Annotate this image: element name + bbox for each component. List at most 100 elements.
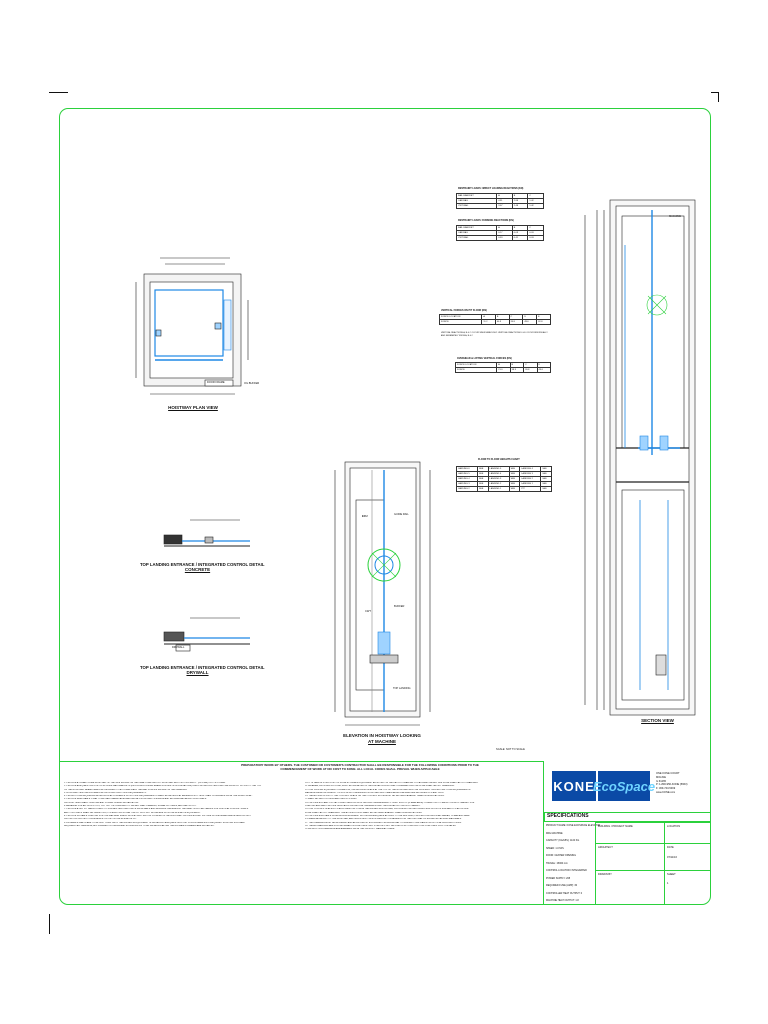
spec-line: DOOR: CENTER OPENING [546, 854, 577, 857]
table-cell: SEE [477, 486, 489, 492]
callout-door-frame: DOOR FRAME [207, 381, 225, 384]
table-cell: FORCE [438, 319, 483, 325]
table-cell: 40.3 [494, 319, 510, 325]
note-line: 1. PROVIDE A CLEAR PLUMB HOISTWAY OF THE… [64, 782, 226, 784]
title-top-concrete-line1: TOP LANDING ENTRANCE / INTEGRATED CONTRO… [140, 562, 265, 567]
note-line: STORAGE ADJACENT TO THE HOISTWAY, AND SU… [305, 818, 462, 821]
title-elevation-line2: AT MACHINE [368, 738, 396, 744]
callout-cwt: CWT [365, 610, 371, 613]
contact-line: www.KONE.com [656, 790, 676, 794]
table2-title: RESTRAINT LOADS: RUNNING REACTIONS (KN) [458, 219, 514, 222]
table-cell: FORCE [454, 367, 498, 373]
callout-drywall: DRYWALL [172, 646, 185, 649]
field-grid-hline2 [595, 870, 711, 871]
scale-note: SCALE: NOT TO SCALE [496, 748, 525, 751]
table-cell: 1.42 [527, 203, 544, 209]
contact-line: MOLINE [656, 775, 666, 779]
table1-title: RESTRAINT LOADS: IMPACT LOADING REACTION… [458, 187, 524, 190]
table-cell: 11.2 [481, 319, 496, 325]
note-line: 7. PROVIDE A DRY PIT PAN/FLOORED TO SUST… [64, 808, 249, 811]
table-cell: 0.41 [511, 235, 529, 241]
preparatory-line1: PREPARATORY WORK BY OTHERS. THE CUSTOMER… [241, 763, 479, 767]
note-line: 6. ARRANGE FOR ALL BLOCK OUT, CUT OUT OR… [64, 805, 197, 808]
field-building: BUILDING / PROJECT NAME [598, 825, 633, 828]
title-top-drywall-line2: DRYWALL [186, 670, 209, 676]
spec-line: CAPACITY (KG/LBS): 1134 KG [546, 839, 580, 842]
notes-right-column: 10. IT IS LAWFUL & SUPPORT OF KONE ECOSP… [305, 782, 541, 831]
note-line: 16. PROVIDE A SUITABLE WORKING ENVIRONME… [305, 814, 470, 817]
preparatory-heading: PREPARATORY WORK BY OTHERS. THE CUSTOMER… [200, 763, 520, 772]
contact-line: P: 1-800-956-KONE (5663) [656, 783, 688, 787]
callout-ecu: ECU [362, 515, 368, 518]
note-line: 4. PROJECTIONS REQUIRING BEVELING IN ACC… [64, 795, 253, 798]
table-cell: LANDING 2 [456, 486, 478, 492]
notes-left-column: 1. PROVIDE A CLEAR PLUMB HOISTWAY OF THE… [64, 782, 300, 828]
title-top-concrete: TOP LANDING ENTRANCE / INTEGRATED CONTRO… [140, 562, 265, 573]
field-drawn-by: DRAWN BY [598, 873, 612, 876]
note-line: 18. THESE DRAWINGS ARE FOR INFORMATION P… [305, 824, 456, 827]
contact-line: IL 61265 [656, 779, 666, 783]
kone-logo: KONE [552, 771, 596, 801]
table-cell: 0.03 [527, 235, 544, 241]
note-line: 12. FOR PROPER EQUIPMENT OPERATION, THE … [305, 788, 471, 791]
callout-guide-rail: GUIDE RAIL [394, 513, 409, 516]
note-line: PROVIDE TEMPORARY LIGHTING AND POWER DUR… [64, 801, 139, 804]
title-top-drywall: TOP LANDING ENTRANCE / INTEGRATED CONTRO… [140, 665, 264, 676]
table-cell: 3.07 [496, 203, 513, 209]
spec-title: SPECIFICATIONS [547, 813, 589, 819]
contact-line: F: 309-743-5469 [656, 787, 676, 790]
table-cell: SEE [508, 486, 521, 492]
top-landing-drywall-detail [163, 617, 250, 652]
field-sheet-value: 1 [667, 882, 669, 885]
note-line: 15. FOR CONTROL SPACES LOCATED REMOTELY … [305, 808, 469, 811]
spec-line: SPEED: 1.0 M/S [546, 846, 564, 850]
spec-header [544, 812, 711, 822]
field-date-value: 07/11/16 [667, 856, 677, 859]
field-architect: ARCHITECT [598, 846, 613, 849]
field-date-label: DATE [667, 846, 674, 849]
table-cell: CWT RAIL [455, 235, 498, 241]
ecospace-logo-text: EcoSpace [592, 778, 656, 794]
note-line: 5. PROVIDE REMOVABLE 2-WAY COMPLIANT BAR… [64, 798, 207, 801]
title-elevation: ELEVATION IN HOISTWAY LOOKING AT MACHINE [342, 733, 422, 744]
note-line: 10. IT IS LAWFUL & SUPPORT OF KONE ECOSP… [305, 782, 479, 784]
table-cell: 2.48 [511, 203, 529, 209]
table-cell: CWT RAIL [455, 203, 498, 209]
note-line: 2. PROVIDE ADEQUATE SUPPORT FOR GUIDE RA… [64, 785, 262, 788]
table3-title: VERTICAL FORCES ON PIT FLOOR (KN) [441, 309, 487, 312]
note-line: OF THE HOISTWAY. BEAMS SHALL BE DESIGNED… [64, 788, 188, 791]
callout-oil-buffer: OIL BUFFER [244, 382, 260, 385]
crop-mark-tl [49, 92, 68, 94]
table-cell: LANDING 1 [487, 486, 510, 492]
note-line: 8. PROVIDE SUITABLE LIGHTING FOR THE MAC… [64, 814, 251, 817]
note-line: 9. ENTRANCE WALLS ARE TO BE LEFT OPEN UN… [64, 821, 245, 824]
ecospace-logo: EcoSpace [593, 771, 655, 801]
spec-line: CONTROLLER HEAT OUTPUT: 0 [546, 891, 583, 895]
kone-logo-text: KONE [553, 778, 595, 794]
note-line: 3. HOISTWAY VENTILATION SHALL BE PROVIDE… [64, 791, 147, 794]
drawing-frame [59, 108, 711, 905]
callout-buffer: BUFFER [394, 605, 405, 608]
note-line: IT SHALL BE SELF-CLOSING AND SELF-LOCKIN… [305, 798, 357, 801]
crop-mark-bl [49, 914, 51, 934]
top-landing-concrete-detail [163, 519, 250, 547]
title-top-concrete-line2: CONCRETE [184, 567, 211, 573]
preparatory-line2: COMMENCEMENT OF WORK AT NO COST TO KONE.… [280, 766, 440, 771]
table-cell: PIT [519, 486, 542, 492]
spec-line: TRAVEL: 15000 mm [546, 861, 568, 865]
table-cell: 38.9 [509, 367, 525, 373]
table-cell: 26.8 [508, 319, 524, 325]
note-line: 11. AN AREA, PROVIDED BY KONE, MUST BE I… [305, 785, 455, 788]
spec-line: CONTROL LOCATION: INTEGRATED [546, 869, 587, 872]
field-grid-hline1 [595, 843, 711, 844]
